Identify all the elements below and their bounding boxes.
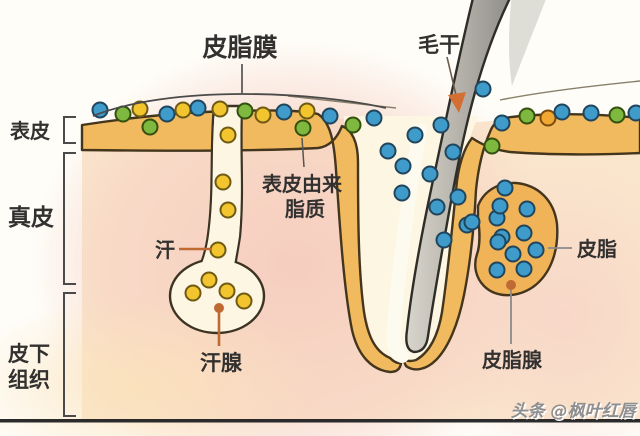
yellow-dot — [298, 102, 316, 120]
blue-dot — [553, 103, 571, 121]
hair-shaft-arrowhead-icon — [448, 92, 466, 113]
yellow-dot — [131, 100, 149, 118]
label-subcutaneous-line2: 组织 — [8, 368, 50, 392]
blue-dot — [515, 260, 533, 278]
yellow-dot — [209, 241, 227, 259]
green-dot — [518, 107, 536, 125]
brown-dot — [506, 280, 516, 290]
blue-dot — [393, 184, 411, 202]
leader-hair-shaft — [446, 56, 457, 96]
blue-dot — [527, 241, 545, 259]
blue-dot — [493, 114, 511, 132]
bracket-epidermis — [63, 116, 76, 144]
blue-dot — [463, 213, 481, 231]
green-dot — [608, 106, 626, 124]
label-subcutaneous-line1: 皮下 — [8, 342, 50, 366]
green-dot — [141, 118, 159, 136]
sweat-duct-fill — [201, 110, 241, 272]
blue-dot — [275, 103, 293, 121]
side-brackets — [63, 116, 76, 417]
yellow-dot — [235, 292, 253, 310]
orange-dot — [539, 109, 557, 127]
label-sebum: 皮脂 — [577, 237, 617, 261]
blue-dot — [428, 198, 446, 216]
green-dot — [114, 105, 132, 123]
bracket-sebum-film-arc — [92, 93, 387, 117]
blue-dot — [474, 80, 492, 98]
leader-epidermis-lipid — [301, 137, 305, 168]
green-dot — [236, 102, 254, 120]
blue-dot — [158, 105, 176, 123]
label-sebaceous-gland: 皮脂腺 — [482, 348, 543, 372]
label-dermis: 真皮 — [8, 204, 54, 231]
sweat-gland-group — [168, 104, 266, 335]
label-sweat: 汗 — [155, 238, 175, 262]
blue-dot — [379, 142, 397, 160]
bracket-dermis — [63, 152, 76, 285]
blue-dot — [394, 157, 412, 175]
label-hair-shaft: 毛干 — [418, 33, 460, 57]
label-sweat-gland: 汗腺 — [200, 351, 243, 375]
blue-dot — [421, 165, 439, 183]
watermark: 头条 @枫叶红唇 — [511, 402, 639, 422]
yellow-dot — [218, 282, 236, 300]
hair-shadow-stripe — [509, 0, 546, 86]
yellow-dot — [219, 201, 237, 219]
green-dot — [294, 119, 312, 137]
watermark-shadow: 头条 @枫叶红唇 — [512, 403, 640, 423]
green-dot — [483, 137, 501, 155]
sweat-gland-fill — [171, 260, 263, 332]
blue-dot — [449, 188, 467, 206]
blue-dot — [432, 116, 450, 134]
blue-dot — [488, 261, 506, 279]
dots-layer — [91, 80, 640, 313]
labels: 皮脂膜 毛干 表皮 真皮 皮下 组织 表皮由来 脂质 汗 汗腺 皮脂 皮脂腺 — [8, 33, 617, 392]
blue-dot — [515, 224, 533, 242]
blue-dot — [627, 104, 640, 122]
funnel-rim-line-right — [499, 80, 640, 101]
bracket-subcutaneous — [63, 292, 76, 417]
yellow-dot — [219, 126, 237, 144]
yellow-dot — [184, 284, 202, 302]
blue-dot — [444, 143, 462, 161]
bottom-border-line — [0, 419, 640, 423]
brown-dot — [214, 303, 224, 313]
green-dot — [344, 116, 362, 134]
blue-dot — [365, 109, 383, 127]
blue-dot — [489, 233, 507, 251]
yellow-dot — [200, 271, 218, 289]
label-epidermis: 表皮 — [10, 119, 50, 143]
blue-dot — [435, 231, 453, 249]
leader-lines — [179, 56, 572, 346]
yellow-dot — [254, 106, 272, 124]
blue-dot — [504, 245, 522, 263]
blue-dot — [491, 197, 509, 215]
blue-dot — [321, 107, 339, 125]
yellow-dot — [174, 101, 192, 119]
blue-dot — [496, 179, 514, 197]
yellow-dot — [211, 100, 229, 118]
blue-dot — [189, 99, 207, 117]
blue-dot — [518, 200, 536, 218]
label-epidermis-lipid-line2: 脂质 — [285, 197, 325, 221]
yellow-dot — [214, 173, 232, 191]
blue-dot — [582, 104, 600, 122]
hair-inner-sheath — [386, 123, 427, 363]
label-sebum-film: 皮脂膜 — [202, 33, 277, 62]
blue-dot — [406, 126, 424, 144]
label-epidermis-lipid-line1: 表皮由来 — [262, 172, 343, 196]
